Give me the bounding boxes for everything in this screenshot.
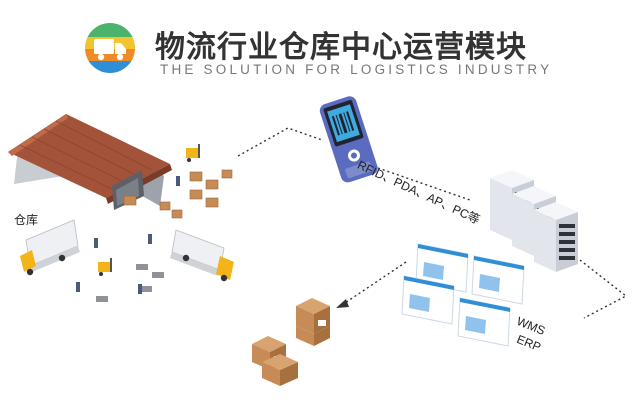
- pda-device: [319, 96, 378, 183]
- label-warehouse: 仓库: [14, 213, 39, 227]
- screen-4: [457, 297, 511, 347]
- truck-right: [170, 229, 234, 282]
- workers: [76, 176, 180, 294]
- connector-software-boxes: [344, 261, 407, 304]
- yard-boxes: [123, 169, 233, 219]
- truck-left: [20, 219, 80, 276]
- delivery-truck-icon: [85, 23, 135, 73]
- connector-server-wms: [579, 259, 628, 319]
- shipping-boxes: [252, 298, 330, 386]
- software-screens: [401, 243, 525, 347]
- warehouse-building: [8, 114, 172, 210]
- screen-1: [415, 243, 469, 293]
- page-title: 物流行业仓库中心运营模块: [155, 30, 527, 65]
- page-subtitle: THE SOLUTION FOR LOGISTICS INDUSTRY: [160, 62, 553, 77]
- connector-warehouse-pda: [237, 127, 323, 157]
- yard-pallets: [96, 264, 164, 302]
- server-racks: [490, 170, 578, 272]
- arrowhead-icon: [336, 299, 349, 308]
- forklift-1: [186, 144, 200, 162]
- screen-3: [401, 275, 455, 325]
- forklift-2: [98, 258, 112, 276]
- screen-2: [471, 255, 525, 305]
- connector-pda-server: [377, 167, 471, 201]
